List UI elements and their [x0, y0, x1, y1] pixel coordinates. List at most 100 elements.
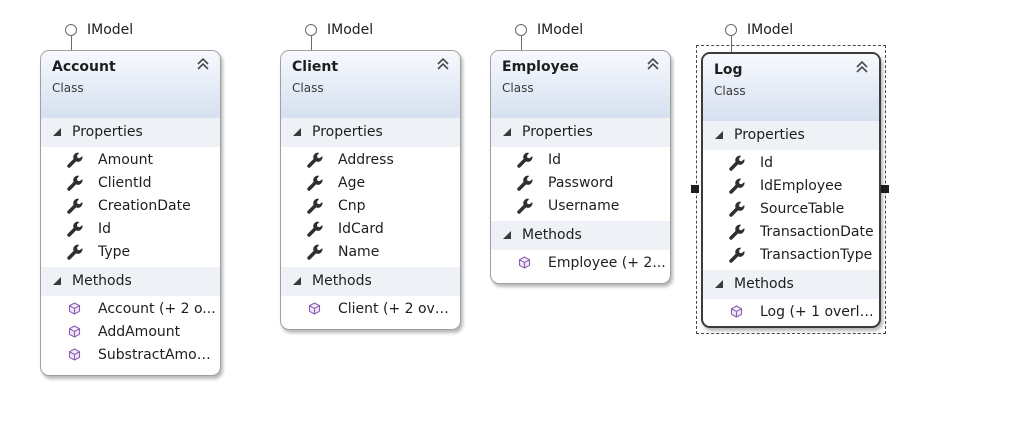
expanded-triangle-icon[interactable]	[503, 128, 511, 136]
interface-connector	[730, 36, 732, 62]
wrench-icon	[67, 244, 83, 260]
expanded-triangle-icon[interactable]	[293, 277, 301, 285]
section-label: Properties	[72, 124, 143, 140]
property-item[interactable]: Age	[281, 172, 460, 195]
expanded-triangle-icon[interactable]	[503, 231, 511, 239]
interface-circle-icon	[65, 24, 77, 36]
expanded-triangle-icon[interactable]	[293, 128, 301, 136]
method-cube-icon	[518, 256, 531, 269]
method-item[interactable]: Client (+ 2 over...	[281, 298, 460, 321]
property-item[interactable]: CreationDate	[41, 195, 220, 218]
class-kind: Class	[52, 81, 84, 95]
interface-name: IModel	[747, 22, 794, 38]
wrench-icon	[307, 152, 323, 168]
property-name: Address	[338, 152, 394, 168]
section-properties[interactable]: Properties	[491, 118, 670, 147]
section-methods[interactable]: Methods	[703, 270, 879, 299]
class-shape-client[interactable]: Client Class Properties Address Age Cnp …	[280, 50, 461, 330]
double-chevron-up-icon[interactable]	[435, 56, 451, 72]
property-item[interactable]: IdCard	[281, 218, 460, 241]
method-item[interactable]: Employee (+ 2...	[491, 252, 670, 275]
method-list: Client (+ 2 over...	[281, 296, 460, 322]
property-item[interactable]: TransactionType	[703, 244, 879, 267]
property-name: Password	[548, 175, 614, 191]
property-item[interactable]: Id	[703, 152, 879, 175]
property-name: Age	[338, 175, 366, 191]
method-name: AddAmount	[98, 324, 181, 340]
class-shape-account[interactable]: Account Class Properties Amount ClientId…	[40, 50, 221, 376]
section-methods[interactable]: Methods	[281, 267, 460, 296]
method-item[interactable]: SubstractAmou...	[41, 344, 220, 367]
property-item[interactable]: Cnp	[281, 195, 460, 218]
double-chevron-up-icon[interactable]	[854, 59, 870, 75]
property-name: IdEmployee	[760, 178, 843, 194]
resize-handle-right[interactable]	[881, 185, 889, 193]
section-label: Properties	[734, 127, 805, 143]
method-name: Employee (+ 2...	[548, 255, 666, 271]
interface-lollipop-account: IModel	[65, 22, 185, 62]
interface-connector	[70, 36, 72, 62]
method-cube-icon	[68, 302, 81, 315]
wrench-icon	[67, 175, 83, 191]
method-name: Client (+ 2 over...	[338, 301, 456, 317]
class-name: Log	[714, 62, 743, 78]
property-name: Id	[760, 155, 774, 171]
section-label: Methods	[522, 227, 582, 243]
section-properties[interactable]: Properties	[41, 118, 220, 147]
section-label: Methods	[72, 273, 132, 289]
double-chevron-up-icon[interactable]	[645, 56, 661, 72]
section-methods[interactable]: Methods	[41, 267, 220, 296]
property-name: Username	[548, 198, 620, 214]
wrench-icon	[729, 224, 745, 240]
interface-lollipop-employee: IModel	[515, 22, 635, 62]
wrench-icon	[517, 198, 533, 214]
property-item[interactable]: Name	[281, 241, 460, 264]
interface-circle-icon	[305, 24, 317, 36]
property-item[interactable]: TransactionDate	[703, 221, 879, 244]
class-shape-employee[interactable]: Employee Class Properties Id Password Us…	[490, 50, 671, 284]
expanded-triangle-icon[interactable]	[715, 280, 723, 288]
property-name: TransactionType	[760, 247, 873, 263]
section-label: Methods	[312, 273, 372, 289]
property-list: Id IdEmployee SourceTable TransactionDat…	[703, 150, 879, 268]
resize-handle-left[interactable]	[691, 185, 699, 193]
property-item[interactable]: Password	[491, 172, 670, 195]
property-item[interactable]: Id	[491, 149, 670, 172]
expanded-triangle-icon[interactable]	[53, 277, 61, 285]
section-properties[interactable]: Properties	[281, 118, 460, 147]
class-shape-log[interactable]: Log Class Properties Id IdEmployee Sourc…	[701, 52, 881, 328]
section-label: Properties	[522, 124, 593, 140]
wrench-icon	[67, 152, 83, 168]
expanded-triangle-icon[interactable]	[715, 131, 723, 139]
property-item[interactable]: ClientId	[41, 172, 220, 195]
wrench-icon	[517, 175, 533, 191]
method-cube-icon	[68, 325, 81, 338]
section-methods[interactable]: Methods	[491, 221, 670, 250]
expanded-triangle-icon[interactable]	[53, 128, 61, 136]
property-item[interactable]: SourceTable	[703, 198, 879, 221]
class-name: Employee	[502, 59, 579, 75]
method-list: Account (+ 2 o... AddAmount SubstractAmo…	[41, 296, 220, 368]
method-name: Account (+ 2 o...	[98, 301, 216, 317]
property-item[interactable]: Amount	[41, 149, 220, 172]
section-properties[interactable]: Properties	[703, 121, 879, 150]
method-cube-icon	[730, 305, 743, 318]
interface-connector	[520, 36, 522, 62]
wrench-icon	[67, 221, 83, 237]
class-kind: Class	[714, 84, 746, 98]
double-chevron-up-icon[interactable]	[195, 56, 211, 72]
method-item[interactable]: Log (+ 1 overlo...	[703, 301, 879, 324]
class-header[interactable]: Employee Class	[491, 51, 670, 118]
interface-circle-icon	[725, 24, 737, 36]
class-header[interactable]: Account Class	[41, 51, 220, 118]
wrench-icon	[517, 152, 533, 168]
property-item[interactable]: IdEmployee	[703, 175, 879, 198]
method-item[interactable]: AddAmount	[41, 321, 220, 344]
class-header[interactable]: Client Class	[281, 51, 460, 118]
property-item[interactable]: Type	[41, 241, 220, 264]
property-item[interactable]: Id	[41, 218, 220, 241]
method-item[interactable]: Account (+ 2 o...	[41, 298, 220, 321]
property-item[interactable]: Address	[281, 149, 460, 172]
class-header[interactable]: Log Class	[703, 54, 879, 121]
property-item[interactable]: Username	[491, 195, 670, 218]
